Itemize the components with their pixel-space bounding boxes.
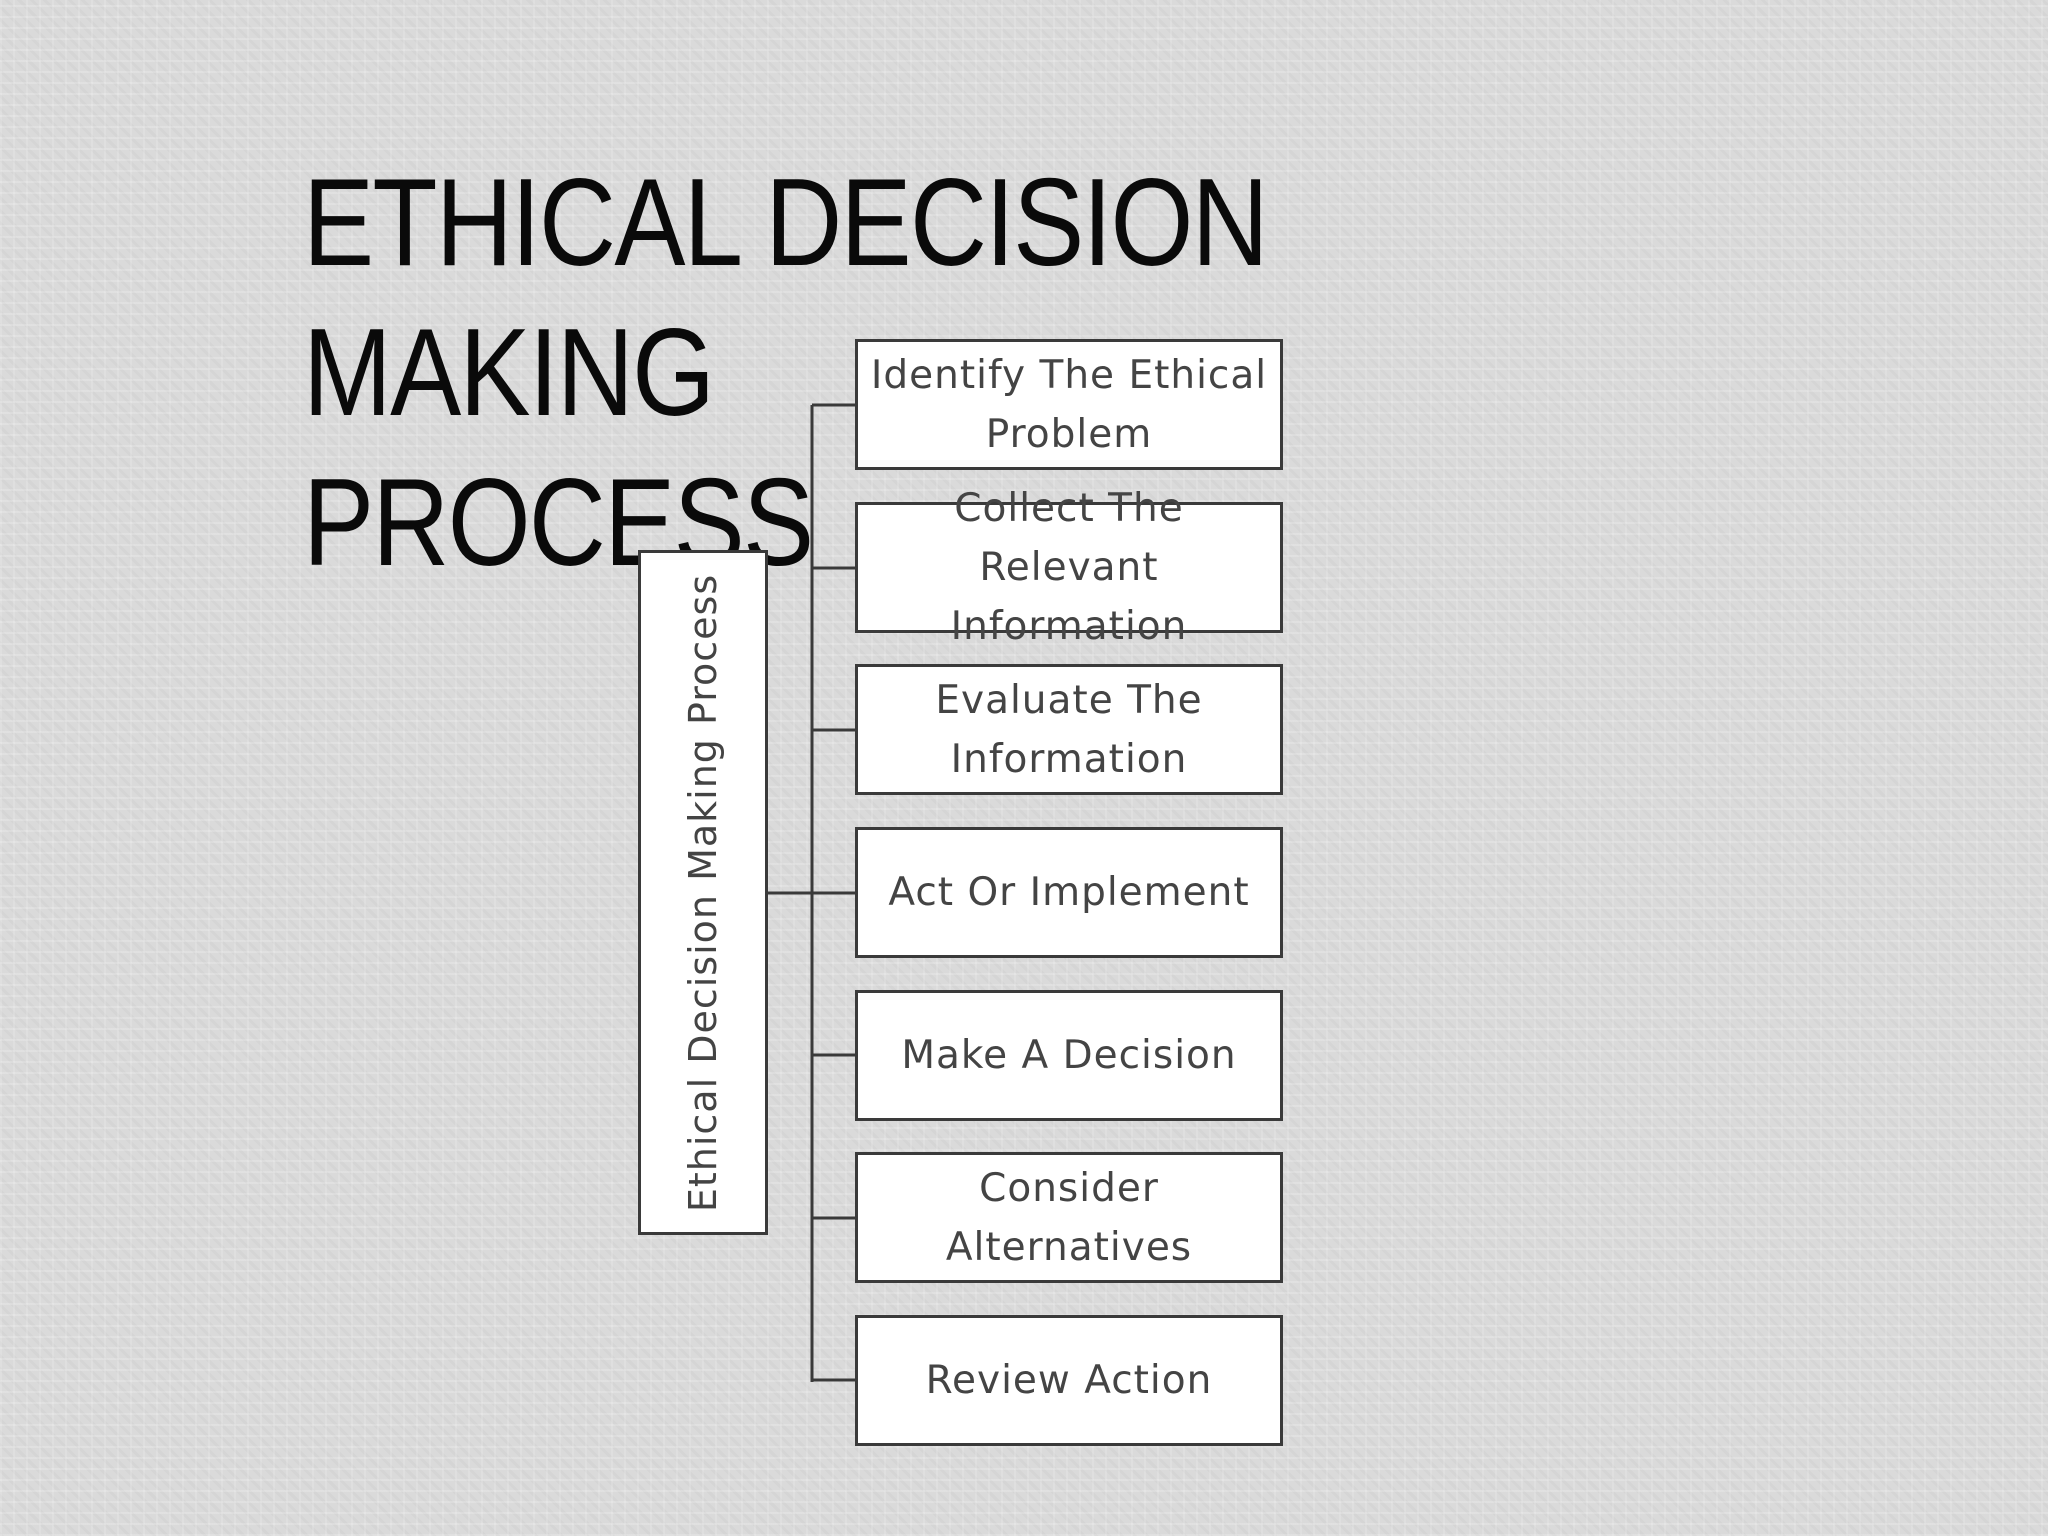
step-node-7: Review Action: [855, 1315, 1283, 1446]
step-node-label: Collect The Relevant Information: [950, 486, 1188, 649]
step-node-label: Identify The Ethical Problem: [870, 352, 1268, 457]
root-node: Ethical Decision Making Process: [638, 550, 768, 1235]
step-node-3: Evaluate The Information: [855, 664, 1283, 795]
step-node-4: Act Or Implement: [855, 827, 1283, 958]
slide-title: ETHICAL DECISION MAKING PROCESS: [303, 154, 1269, 592]
root-node-label: Ethical Decision Making Process: [681, 573, 725, 1212]
step-node-6: Consider Alternatives: [855, 1152, 1283, 1283]
step-node-label: Consider Alternatives: [945, 1165, 1193, 1270]
step-node-5: Make A Decision: [855, 990, 1283, 1121]
step-node-label: Act Or Implement: [888, 870, 1250, 915]
step-node-1: Identify The Ethical Problem: [855, 339, 1283, 470]
step-node-label: Review Action: [925, 1358, 1213, 1403]
step-node-label: Evaluate The Information: [935, 677, 1203, 782]
step-node-2: Collect The Relevant Information: [855, 486, 1283, 649]
step-node-label: Make A Decision: [901, 1033, 1237, 1078]
